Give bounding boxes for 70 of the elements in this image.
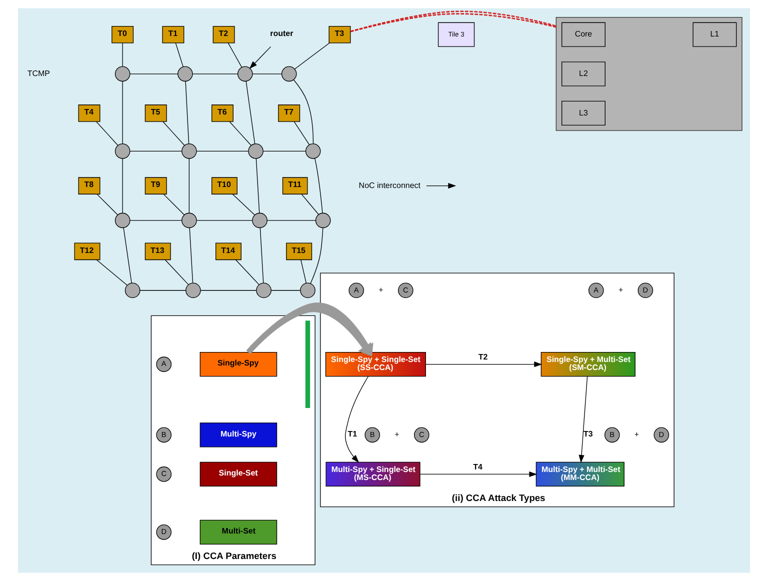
connector: [294, 42, 330, 70]
connector: [162, 194, 184, 216]
node-circle: [256, 282, 271, 298]
node-circle: A: [156, 356, 172, 372]
arrow: [344, 376, 368, 463]
node-circle: [177, 66, 192, 82]
connector: [310, 228, 323, 284]
connector: [314, 158, 322, 214]
connector: [227, 42, 242, 68]
arrow: [426, 183, 456, 189]
node-circle: B: [364, 427, 380, 443]
node-circle: [114, 144, 130, 159]
connector: [200, 290, 256, 291]
connector: [96, 194, 118, 216]
connector: [293, 121, 310, 145]
connector: [196, 150, 248, 152]
connector: [188, 228, 193, 284]
arrow: [424, 362, 542, 368]
node-circle: [236, 66, 252, 82]
connector: [129, 220, 182, 221]
node-circle: [248, 144, 263, 159]
arrow: [419, 471, 537, 478]
connector: [139, 290, 186, 291]
connector: [184, 80, 189, 144]
connector: [270, 290, 300, 291]
node-circle: D: [637, 282, 653, 298]
node-circle: [114, 212, 130, 228]
node-circle: [181, 144, 196, 159]
connector: [96, 121, 118, 146]
connector: [96, 260, 127, 286]
connector: [164, 260, 188, 285]
node-circle: B: [156, 427, 172, 443]
connector: [196, 220, 252, 221]
connector: [129, 150, 182, 152]
connector: [188, 158, 189, 214]
node-circle: C: [413, 427, 429, 443]
node-circle: [185, 282, 200, 298]
node-circle: [252, 212, 267, 228]
node-circle: [181, 212, 196, 228]
node-circle: [124, 282, 140, 298]
connector: [266, 220, 316, 221]
connector: [300, 260, 306, 284]
connector: [122, 228, 132, 284]
connector: [300, 194, 318, 215]
connector: [255, 158, 260, 214]
node-circle: C: [156, 466, 172, 482]
connector: [245, 80, 255, 144]
connector: [259, 228, 264, 284]
connector: [162, 121, 184, 146]
node-circle: [280, 66, 296, 82]
node-circle: [304, 144, 320, 159]
node-circle: C: [397, 282, 413, 298]
node-circle: [314, 212, 330, 228]
node-bar: [304, 320, 310, 408]
node-circle: A: [588, 282, 604, 298]
connector: [228, 121, 251, 146]
node-circle: D: [653, 427, 669, 443]
arrow: [248, 46, 271, 69]
cluster: [555, 16, 742, 131]
arrow: [578, 376, 588, 463]
node-circle: [114, 66, 130, 82]
connector: [174, 42, 183, 68]
node-circle: [300, 282, 315, 298]
connector: [292, 80, 314, 144]
node-circle: A: [348, 282, 364, 298]
node-circle: B: [604, 427, 620, 443]
connector: [234, 260, 259, 285]
node-circle: D: [156, 524, 172, 540]
connector: [262, 150, 306, 152]
connector: [232, 194, 254, 216]
